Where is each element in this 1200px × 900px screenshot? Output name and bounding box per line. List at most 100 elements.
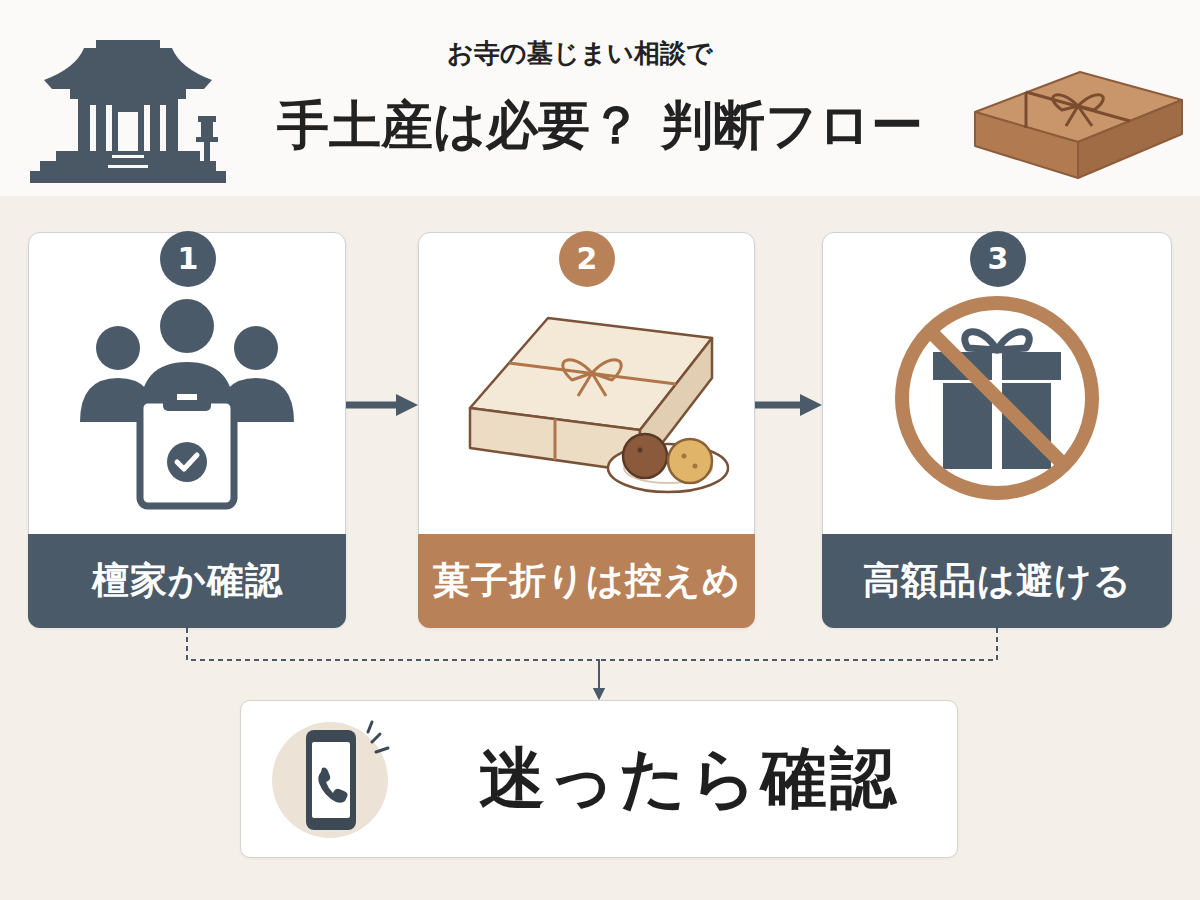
sweets-box-icon-part: [509, 363, 676, 384]
step-number: 1: [160, 231, 216, 287]
gift-box-icon-part: [1078, 95, 1103, 110]
no-gift-icon: [902, 303, 1092, 493]
sweets-box-icon-part: [554, 419, 557, 460]
people-clipboard-icon-part: [167, 442, 207, 482]
label-band: 高額品は避ける: [822, 534, 1172, 628]
callout-number: 2: [577, 244, 598, 274]
no-gift-icon-part: [902, 303, 1092, 493]
temple-icon-part: [198, 116, 216, 122]
sweets-box-icon-part: [640, 338, 712, 472]
temple-icon-part: [78, 99, 178, 151]
people-clipboard-icon-part: [140, 362, 234, 412]
action-box: 迷ったら確認: [240, 700, 958, 858]
gift-box-icon: [975, 72, 1182, 178]
temple-icon-part: [201, 122, 213, 137]
people-clipboard-icon-part: [234, 326, 278, 370]
no-gift-icon-part: [992, 352, 1002, 469]
temple-icon-part: [96, 40, 160, 49]
gift-box-icon-part: [1025, 92, 1028, 128]
people-clipboard-icon-part: [80, 378, 156, 422]
temple-icon-part: [204, 142, 210, 164]
step-label: 高額品は避ける: [857, 560, 1138, 603]
header-background: [0, 0, 1200, 196]
temple-icon-part: [44, 48, 212, 89]
temple-icon-part: [144, 105, 150, 151]
sweets-box-icon-part: [682, 454, 687, 459]
label-band: 菓子折りは控えめ: [418, 534, 755, 628]
temple-icon: [30, 40, 226, 183]
merge-connector: [599, 628, 997, 688]
gift-box-icon-part: [1026, 92, 1130, 121]
sweets-box-icon-part: [563, 360, 592, 380]
phone-icon-part: [312, 742, 350, 818]
people-clipboard-icon-part: [140, 400, 234, 506]
subtitle-label: お寺の墓じまい相談で: [260, 38, 900, 69]
people-clipboard-icon-part: [177, 394, 197, 400]
phone-icon: [272, 722, 388, 838]
no-gift-icon-part: [933, 352, 1061, 380]
people-clipboard-icon-part: [218, 378, 294, 422]
sweets-box-icon-part: [470, 408, 640, 472]
step-card: 1 檀家か確認: [28, 232, 346, 628]
no-gift-icon-part: [997, 332, 1029, 350]
temple-icon-part: [56, 151, 200, 161]
temple-icon-part: [30, 171, 226, 183]
sweets-box-icon-part: [668, 439, 712, 483]
action-label: 迷ったら確認: [479, 743, 899, 816]
phone-icon-part: [318, 767, 347, 802]
temple-icon-part: [196, 137, 218, 142]
temple-icon-part: [112, 155, 144, 158]
no-gift-icon-part: [930, 331, 1064, 465]
sweets-box-icon-part: [638, 448, 643, 453]
merge-connector: [187, 628, 599, 688]
temple-icon-part: [40, 161, 216, 171]
sweets-box-icon: [470, 318, 728, 492]
step-label: 檀家か確認: [86, 560, 289, 603]
no-gift-icon-part: [965, 332, 997, 350]
temple-icon-part: [70, 89, 186, 99]
temple-icon-part: [160, 105, 166, 151]
gift-box-icon-part: [1066, 106, 1092, 126]
gift-box-icon-part: [1053, 95, 1078, 110]
people-clipboard-icon-part: [160, 299, 214, 353]
people-clipboard-icon: [80, 299, 294, 506]
phone-icon-part: [368, 722, 388, 752]
callout-number: 3: [988, 244, 1009, 274]
flow-arrow: [346, 402, 396, 409]
people-clipboard-icon-part: [96, 326, 140, 370]
temple-icon-part: [118, 112, 138, 151]
sweets-box-icon-part: [623, 434, 667, 478]
sweets-box-icon-part: [693, 464, 698, 469]
callout-number: 1: [178, 244, 199, 274]
temple-icon-part: [108, 165, 148, 168]
diagram-title: 手土産は必要？ 判断フロー: [220, 94, 980, 156]
gift-box-icon-part: [975, 72, 1182, 142]
people-clipboard-icon-part: [177, 455, 197, 469]
text-area: 迷ったら確認: [431, 701, 947, 857]
sweets-box-icon-part: [470, 318, 712, 430]
sweets-box-icon-part: [592, 360, 621, 380]
phone-icon-part: [306, 730, 356, 830]
people-clipboard-icon-part: [163, 389, 211, 411]
sweets-box-icon-part: [624, 453, 712, 483]
sweets-box-icon-part: [578, 373, 606, 396]
step-label: 菓子折りは控えめ: [427, 560, 747, 603]
step-card: 3 高額品は避ける: [822, 232, 1172, 628]
gift-box-icon-part: [975, 112, 1078, 178]
temple-icon-part: [90, 105, 96, 151]
temple-icon-part: [106, 105, 112, 151]
phone-icon-part: [272, 722, 388, 838]
gift-box-icon-part: [1078, 100, 1182, 178]
no-gift-icon-part: [943, 383, 1051, 469]
step-number: 3: [970, 231, 1026, 287]
label-band: 檀家か確認: [28, 534, 346, 628]
step-number: 2: [559, 231, 615, 287]
sweets-box-icon-part: [608, 444, 728, 492]
step-card: 2 菓子折りは控えめ: [418, 232, 755, 628]
flow-arrow: [755, 402, 800, 409]
